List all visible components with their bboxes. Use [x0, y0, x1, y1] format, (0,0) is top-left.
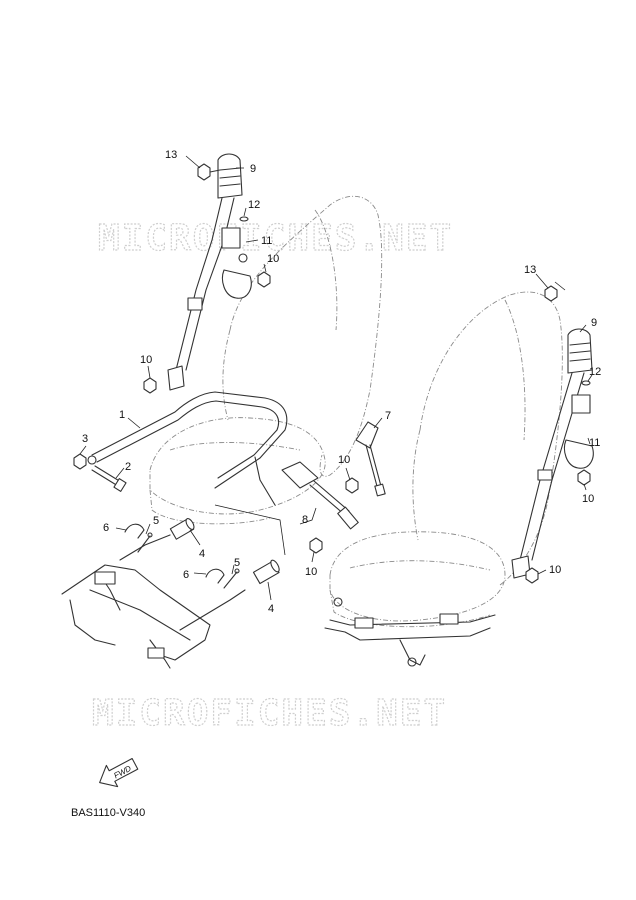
left-seat-frame	[61, 534, 246, 669]
callout-5-upper: 5	[153, 515, 159, 527]
left-seat-outline	[149, 195, 383, 525]
part-3-nut	[73, 453, 87, 470]
callout-5-lower: 5	[234, 557, 240, 569]
callout-7: 7	[385, 410, 391, 422]
callout-10-left-upper: 10	[267, 253, 279, 265]
callout-11-left: 11	[261, 235, 272, 247]
callout-10-center-upper: 10	[338, 454, 350, 466]
callout-13-left: 13	[165, 149, 177, 161]
callout-6-lower: 6	[183, 569, 189, 581]
callouts: 13 9 12 11 10 10 1 3 2 6 5 4 6 5 4 7 10 …	[82, 149, 601, 615]
callout-10-right-lower: 10	[549, 564, 561, 576]
callout-9-left: 9	[250, 163, 256, 175]
part-1-grab-bar	[87, 391, 288, 506]
callout-12-right: 12	[589, 366, 601, 378]
right-seat-belt	[511, 328, 594, 579]
diagram-code: BAS1110-V340	[71, 807, 146, 819]
part-7-buckle	[355, 421, 386, 497]
callout-3: 3	[82, 433, 88, 445]
part-4-bushing-upper	[169, 518, 195, 540]
callout-10-right-upper: 10	[582, 493, 594, 505]
part-6-clip-upper	[124, 523, 145, 539]
callout-13-right: 13	[524, 264, 536, 276]
callout-10-center-lower: 10	[305, 566, 317, 578]
callout-9-right: 9	[591, 317, 597, 329]
callout-4-lower: 4	[268, 603, 274, 615]
leader-lines	[79, 155, 593, 601]
right-seat-rails	[324, 597, 496, 667]
part-6-clip-lower	[205, 568, 225, 584]
part-4-bushing-lower	[252, 559, 280, 585]
fwd-arrow: FWD	[99, 757, 139, 788]
callout-8: 8	[302, 514, 308, 526]
watermark-top: MICROFICHES.NET	[98, 218, 453, 259]
left-seat-belt	[167, 153, 252, 391]
fasteners	[143, 163, 591, 584]
part-2-bolt	[91, 465, 127, 492]
callout-2: 2	[125, 461, 131, 473]
callout-6-upper: 6	[103, 522, 109, 534]
part-5-pin-lower	[223, 568, 240, 589]
part-5-pin-upper	[137, 532, 153, 553]
callout-1: 1	[119, 409, 125, 421]
callout-4-upper: 4	[199, 548, 205, 560]
part-8-stalk	[281, 461, 359, 530]
callout-12-left: 12	[248, 199, 260, 211]
callout-11-right: 11	[589, 437, 600, 449]
callout-10-left-lower: 10	[140, 354, 152, 366]
watermark-bottom: MICROFICHES.NET	[92, 693, 447, 734]
